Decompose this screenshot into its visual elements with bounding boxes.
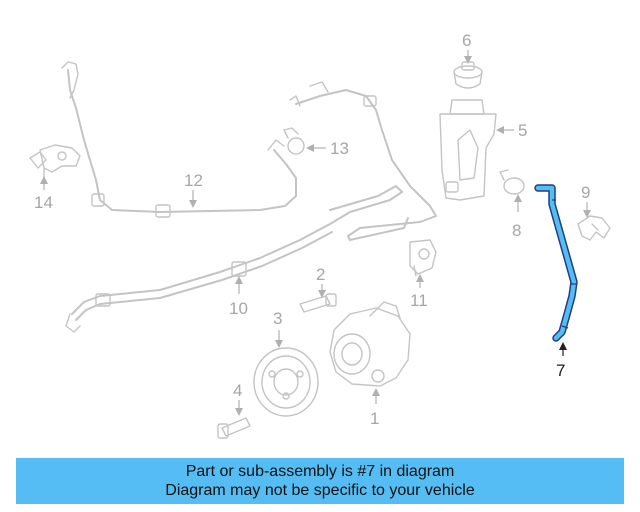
callout-label-6: 6 (462, 31, 471, 50)
callout-6: 6 (462, 31, 472, 64)
info-banner: Part or sub-assembly is #7 in diagram Di… (16, 458, 624, 504)
callout-11: 11 (410, 274, 428, 310)
part-2-bolt[interactable] (299, 293, 337, 313)
callout-9: 9 (581, 183, 591, 218)
callout-12: 12 (184, 171, 203, 208)
callout-label-7: 7 (556, 361, 565, 380)
part-8-clamp[interactable] (499, 169, 525, 195)
part-7-hose-highlighted[interactable] (534, 184, 578, 342)
callout-14: 14 (34, 176, 53, 212)
callout-4: 4 (233, 381, 243, 416)
part-5-reservoir[interactable] (439, 99, 497, 201)
part-3-pulley[interactable] (253, 347, 319, 417)
callout-7: 7 (556, 342, 567, 380)
part-14-bracket[interactable] (29, 144, 81, 181)
callout-label-12: 12 (184, 171, 203, 190)
callout-label-5: 5 (518, 121, 527, 140)
part-13-clamp[interactable] (283, 127, 305, 155)
banner-line-2: Diagram may not be specific to your vehi… (165, 482, 475, 499)
callout-3: 3 (273, 309, 283, 348)
callout-label-9: 9 (581, 183, 590, 202)
callout-8: 8 (512, 194, 522, 240)
callout-label-10: 10 (229, 299, 248, 318)
part-11-bracket[interactable] (409, 239, 437, 277)
banner-line-1: Part or sub-assembly is #7 in diagram (185, 463, 455, 480)
parts-diagram: 14 12 13 10 (29, 31, 611, 439)
callout-label-13: 13 (330, 139, 349, 158)
callout-1: 1 (370, 388, 380, 428)
callout-label-3: 3 (273, 309, 282, 328)
part-12-pressure-line[interactable] (61, 61, 297, 218)
part-6-cap[interactable] (453, 61, 483, 89)
callout-label-14: 14 (34, 193, 53, 212)
callout-label-11: 11 (410, 291, 428, 310)
callout-label-8: 8 (512, 221, 521, 240)
callout-2: 2 (316, 265, 326, 298)
callout-label-2: 2 (316, 265, 325, 284)
callout-10: 10 (229, 276, 248, 318)
part-return-line[interactable] (289, 81, 437, 241)
callout-label-1: 1 (370, 409, 379, 428)
part-9-clip[interactable] (577, 215, 611, 241)
part-1-pump[interactable] (329, 301, 411, 387)
callout-13: 13 (306, 139, 349, 158)
part-4-bolt[interactable] (217, 417, 251, 439)
callout-5: 5 (496, 121, 527, 140)
callout-label-4: 4 (233, 381, 242, 400)
